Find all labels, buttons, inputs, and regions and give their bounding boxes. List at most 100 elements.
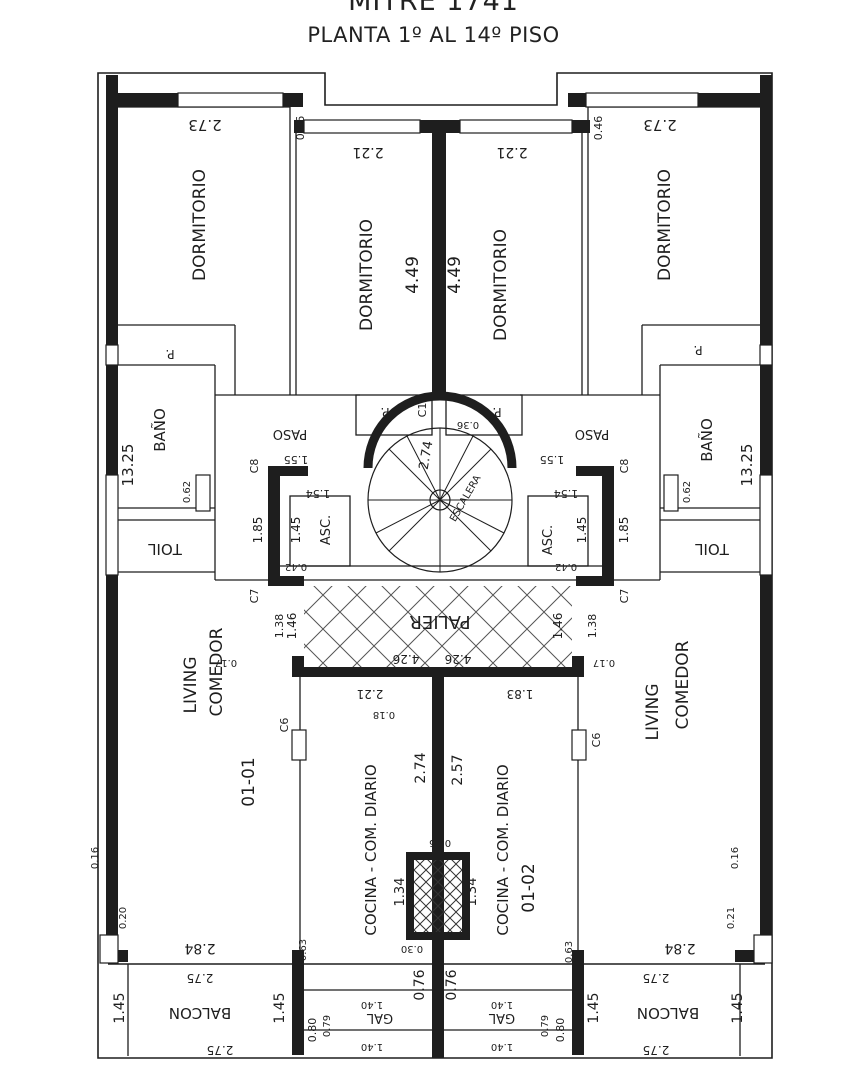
dim-0-79-left: 0.79 bbox=[322, 1015, 333, 1037]
room-paso-left: PASO bbox=[273, 426, 307, 441]
duct-hatch bbox=[414, 860, 462, 932]
placard-stair-left: P. bbox=[380, 405, 389, 419]
dim-0-17-right: 0.17 bbox=[593, 657, 615, 668]
room-toil-left: TOIL bbox=[147, 540, 182, 558]
dim-0-63-right: 0.63 bbox=[564, 941, 575, 963]
dim-1-54-right: 1.54 bbox=[554, 487, 579, 500]
dim-1-40-left-bottom: 1.40 bbox=[361, 1041, 383, 1052]
dim-1-55-left: 1.55 bbox=[284, 453, 309, 466]
dim-0-17-left: 0.17 bbox=[215, 657, 237, 668]
col-c6-right: C6 bbox=[590, 733, 603, 748]
room-cocina-left: COCINA - COM. DIARIO bbox=[362, 764, 380, 935]
dim-2-84-left: 2.84 bbox=[184, 940, 215, 956]
dim-2-73-left: 2.73 bbox=[188, 116, 221, 134]
stair-label: ESCALERA bbox=[448, 473, 483, 523]
room-balcon-right: BALCON bbox=[637, 1004, 699, 1022]
dim-1-45-left: 1.45 bbox=[289, 517, 303, 544]
room-living-right: LIVING bbox=[643, 683, 663, 740]
dim-0-18-kitchen: 0.18 bbox=[373, 709, 395, 720]
placard-stair-right: P. bbox=[492, 405, 501, 419]
dim-1-55-right: 1.55 bbox=[540, 453, 565, 466]
dim-2-75-right-bottom: 2.75 bbox=[643, 1043, 670, 1057]
dim-2-75-left-top: 2.75 bbox=[187, 971, 214, 985]
room-dormitorio-2: DORMITORIO bbox=[357, 219, 377, 331]
room-balcon-left: BALCON bbox=[169, 1004, 231, 1022]
dim-2-21-kitchen: 2.21 bbox=[357, 687, 384, 701]
dim-1-45-right: 1.45 bbox=[575, 517, 589, 544]
dim-1-38-right: 1.38 bbox=[586, 614, 599, 639]
room-comedor-right: COMEDOR bbox=[673, 640, 693, 729]
dim-0-16-left: 0.16 bbox=[90, 847, 101, 869]
dim-13-25-right: 13.25 bbox=[738, 444, 756, 487]
dim-4-49-a: 4.49 bbox=[403, 256, 423, 294]
room-asc-left: ASC. bbox=[319, 515, 334, 545]
dim-0-63-left: 0.63 bbox=[298, 939, 309, 961]
col-c7-right: C7 bbox=[618, 589, 631, 604]
room-dormitorio-3: DORMITORIO bbox=[491, 229, 511, 341]
dim-1-34-right: 1.34 bbox=[465, 878, 480, 907]
dim-13-25-left: 13.25 bbox=[119, 444, 137, 487]
dim-0-30-duct: 0.30 bbox=[401, 943, 423, 954]
col-c8-right: C8 bbox=[618, 459, 631, 474]
dim-1-46-left: 1.46 bbox=[285, 613, 299, 640]
dim-0-42-right: 0.42 bbox=[555, 561, 577, 572]
dim-1-85-right: 1.85 bbox=[617, 517, 631, 544]
dim-1-38-left: 1.38 bbox=[273, 614, 286, 639]
room-toil-right: TOIL bbox=[694, 540, 729, 558]
dim-0-42-left: 0.42 bbox=[285, 561, 307, 572]
col-c8-left: C8 bbox=[248, 459, 261, 474]
plan-title: MITRE 1741 bbox=[348, 0, 519, 17]
dim-0-79-right: 0.79 bbox=[540, 1015, 551, 1037]
dim-1-45-balcon-ll: 1.45 bbox=[112, 992, 128, 1023]
dim-1-40-left-top: 1.40 bbox=[361, 999, 383, 1010]
dim-0-46-left: 0.46 bbox=[294, 116, 307, 141]
room-living-left: LIVING bbox=[181, 656, 201, 713]
dim-0-36-stair: 0.36 bbox=[457, 419, 479, 430]
dim-1-54-left: 1.54 bbox=[306, 487, 331, 500]
col-c6-left: C6 bbox=[278, 718, 291, 733]
room-cocina-right: COCINA - COM. DIARIO bbox=[494, 764, 512, 935]
dim-0-20-left: 0.20 bbox=[118, 907, 129, 929]
dim-0-80-right: 0.80 bbox=[554, 1018, 567, 1043]
room-asc-right: ASC. bbox=[541, 525, 556, 555]
dim-2-21-b: 2.21 bbox=[496, 144, 527, 160]
plan-subtitle: PLANTA 1º AL 14º PISO bbox=[307, 23, 560, 47]
dim-1-34-left: 1.34 bbox=[393, 878, 408, 907]
room-bano-right: BAÑO bbox=[697, 418, 716, 462]
dim-1-85-left: 1.85 bbox=[251, 517, 265, 544]
dim-1-45-balcon-rl: 1.45 bbox=[586, 992, 602, 1023]
dim-1-40-right-bottom: 1.40 bbox=[491, 1041, 513, 1052]
dim-2-75-left-bottom: 2.75 bbox=[207, 1043, 234, 1057]
columns bbox=[99, 474, 773, 964]
dim-0-62-left: 0.62 bbox=[182, 481, 193, 503]
dim-2-74-kitchen: 2.74 bbox=[413, 752, 429, 783]
dim-2-21-a: 2.21 bbox=[352, 144, 383, 160]
room-dormitorio-1: DORMITORIO bbox=[190, 169, 210, 281]
dim-2-74-stair: 2.74 bbox=[417, 440, 437, 471]
spiral-stair bbox=[363, 391, 517, 573]
room-gal-right: GAL bbox=[488, 1010, 515, 1025]
dim-4-26-b: 4.26 bbox=[445, 652, 472, 666]
room-comedor-left: COMEDOR bbox=[207, 627, 227, 716]
dim-2-57-kitchen: 2.57 bbox=[450, 754, 466, 785]
dim-2-75-right-top: 2.75 bbox=[643, 971, 670, 985]
dim-1-45-balcon-rr: 1.45 bbox=[730, 992, 746, 1023]
dim-0-62-right: 0.62 bbox=[682, 481, 693, 503]
windows bbox=[105, 92, 773, 576]
dim-0-76-left: 0.76 bbox=[412, 969, 428, 1000]
room-palier: PALIER bbox=[409, 611, 470, 632]
dim-4-49-b: 4.49 bbox=[445, 256, 465, 294]
col-c1: C1 bbox=[416, 403, 429, 418]
placard-right: P. bbox=[693, 343, 702, 357]
elevators bbox=[289, 495, 589, 567]
palier-floor bbox=[304, 586, 572, 667]
unit-01-01: 01-01 bbox=[239, 757, 259, 806]
col-c7-left: C7 bbox=[248, 589, 261, 604]
dim-0-21-right: 0.21 bbox=[726, 907, 737, 929]
placard-left: P. bbox=[165, 347, 174, 361]
dim-0-46-right: 0.46 bbox=[592, 116, 605, 141]
room-bano-left: BAÑO bbox=[150, 408, 169, 452]
room-gal-left: GAL bbox=[366, 1010, 393, 1025]
room-paso-right: PASO bbox=[575, 426, 609, 441]
